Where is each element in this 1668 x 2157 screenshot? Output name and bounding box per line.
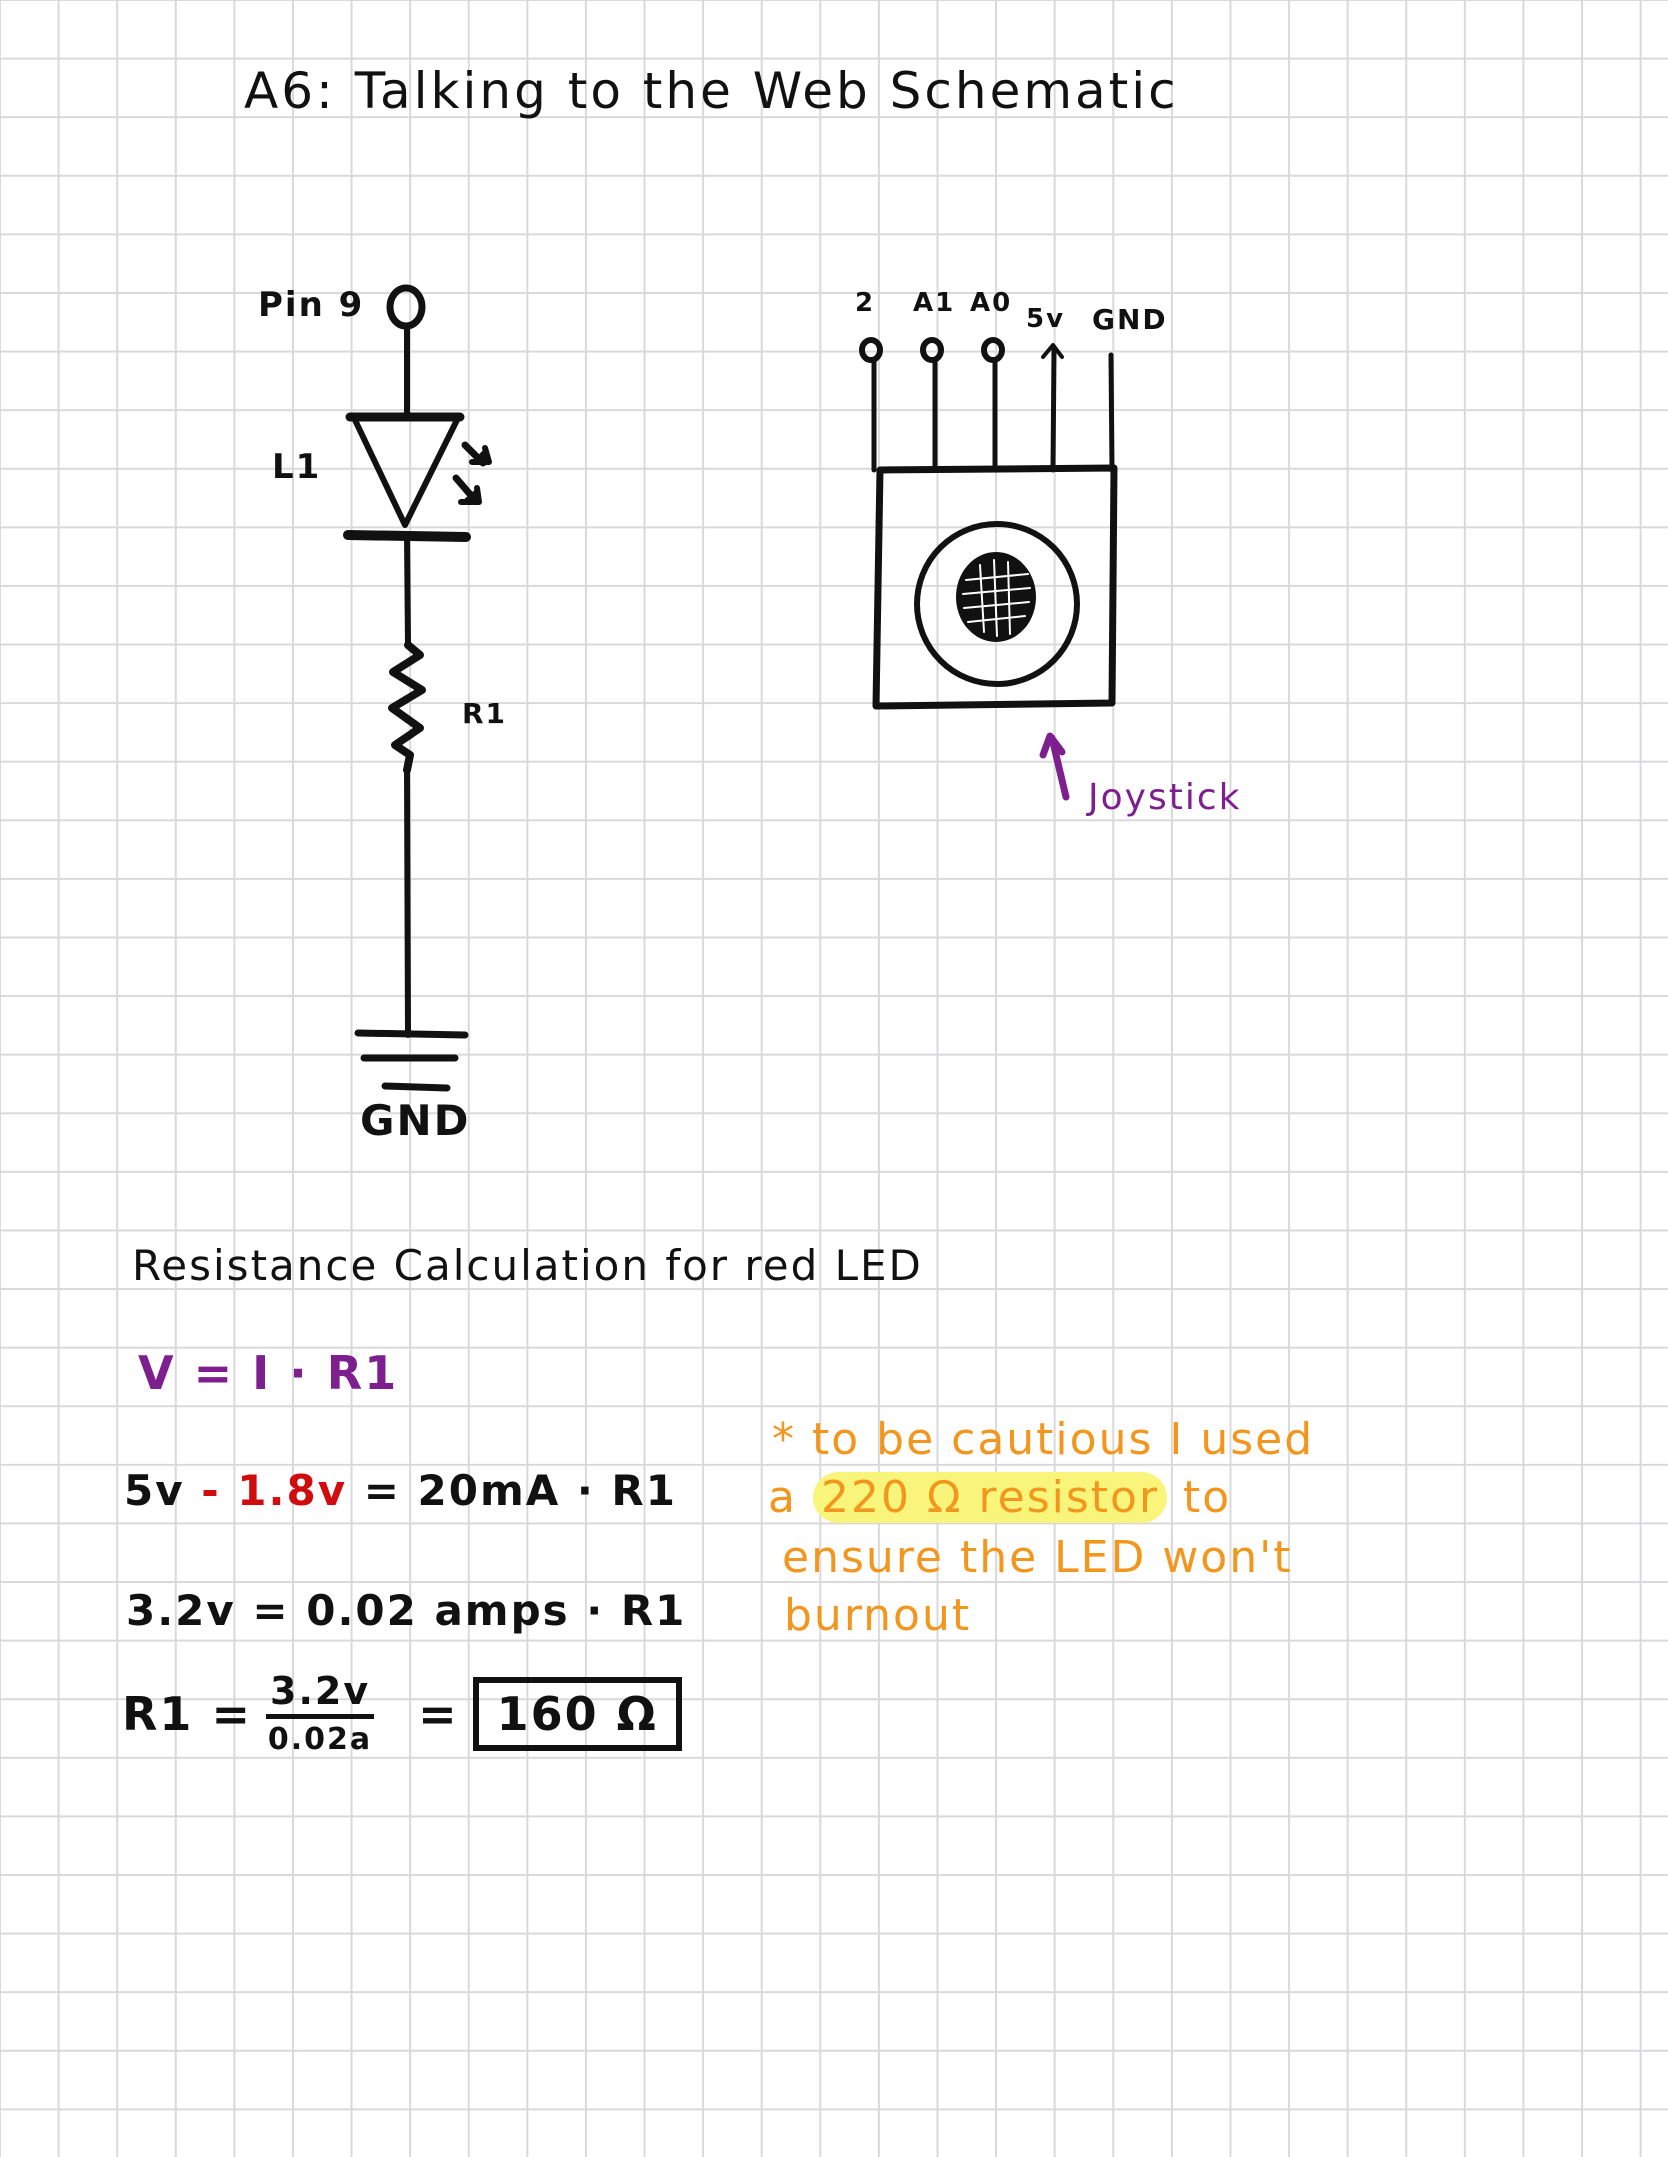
- ohms-law-formula: V = I · R1: [138, 1346, 399, 1400]
- resistor-icon: [388, 641, 426, 774]
- joystick-pin-a1: A1: [913, 288, 956, 318]
- r1-lhs: R1 =: [122, 1686, 252, 1741]
- note-line-2-post: to: [1167, 1472, 1232, 1523]
- note-line-3: ensure the LED won't: [782, 1532, 1293, 1583]
- pin9-terminal-icon: [386, 284, 426, 330]
- led-diode-icon: [343, 412, 492, 542]
- joystick-caption: Joystick: [1088, 777, 1242, 818]
- result-box: 160 Ω: [472, 1676, 682, 1751]
- joystick-pin-gnd: GND: [1092, 303, 1168, 336]
- page-title: A6: Talking to the Web Schematic: [244, 62, 1179, 120]
- resistor-label: R1: [462, 697, 508, 730]
- joystick-pin-5v: 5v: [1026, 304, 1066, 334]
- note-line-4: burnout: [784, 1590, 972, 1641]
- fraction-denominator: 0.02a: [267, 1722, 373, 1757]
- note-line-2: a 220 Ω resistor to: [768, 1472, 1231, 1523]
- ground-label: GND: [360, 1096, 471, 1145]
- supply-voltage: 5v: [124, 1466, 185, 1515]
- equals-sign: =: [418, 1686, 459, 1741]
- joystick-pointer-arrow-icon: [1048, 734, 1070, 801]
- note-line-2-pre: a: [768, 1472, 813, 1523]
- joystick-pin-a0: A0: [970, 288, 1013, 318]
- note-line-1: * to be cautious I used: [772, 1414, 1315, 1465]
- calc-line-1: 5v - 1.8v = 20mA · R1: [124, 1470, 677, 1512]
- led-label: L1: [272, 447, 322, 487]
- minus-sign: -: [184, 1466, 238, 1515]
- led-voltage-drop: 1.8v: [237, 1466, 348, 1515]
- fraction: 3.2v 0.02a: [266, 1672, 375, 1757]
- calculation-heading: Resistance Calculation for red LED: [132, 1241, 923, 1290]
- joystick-pin-2: 2: [855, 288, 876, 318]
- ground-symbol-icon: [354, 1029, 469, 1092]
- calc-line-3: R1 = 3.2v 0.02a = 160 Ω: [122, 1672, 682, 1755]
- highlighted-resistor-value: 220 Ω resistor: [812, 1472, 1168, 1523]
- calc-line-1-rhs: = 20mA · R1: [363, 1466, 677, 1515]
- led-circuit: [343, 284, 492, 1092]
- calc-line-2: 3.2v = 0.02 amps · R1: [126, 1586, 687, 1635]
- pin9-label: Pin 9: [258, 285, 365, 325]
- joystick-module-icon: [859, 337, 1118, 801]
- fraction-numerator: 3.2v: [266, 1672, 375, 1719]
